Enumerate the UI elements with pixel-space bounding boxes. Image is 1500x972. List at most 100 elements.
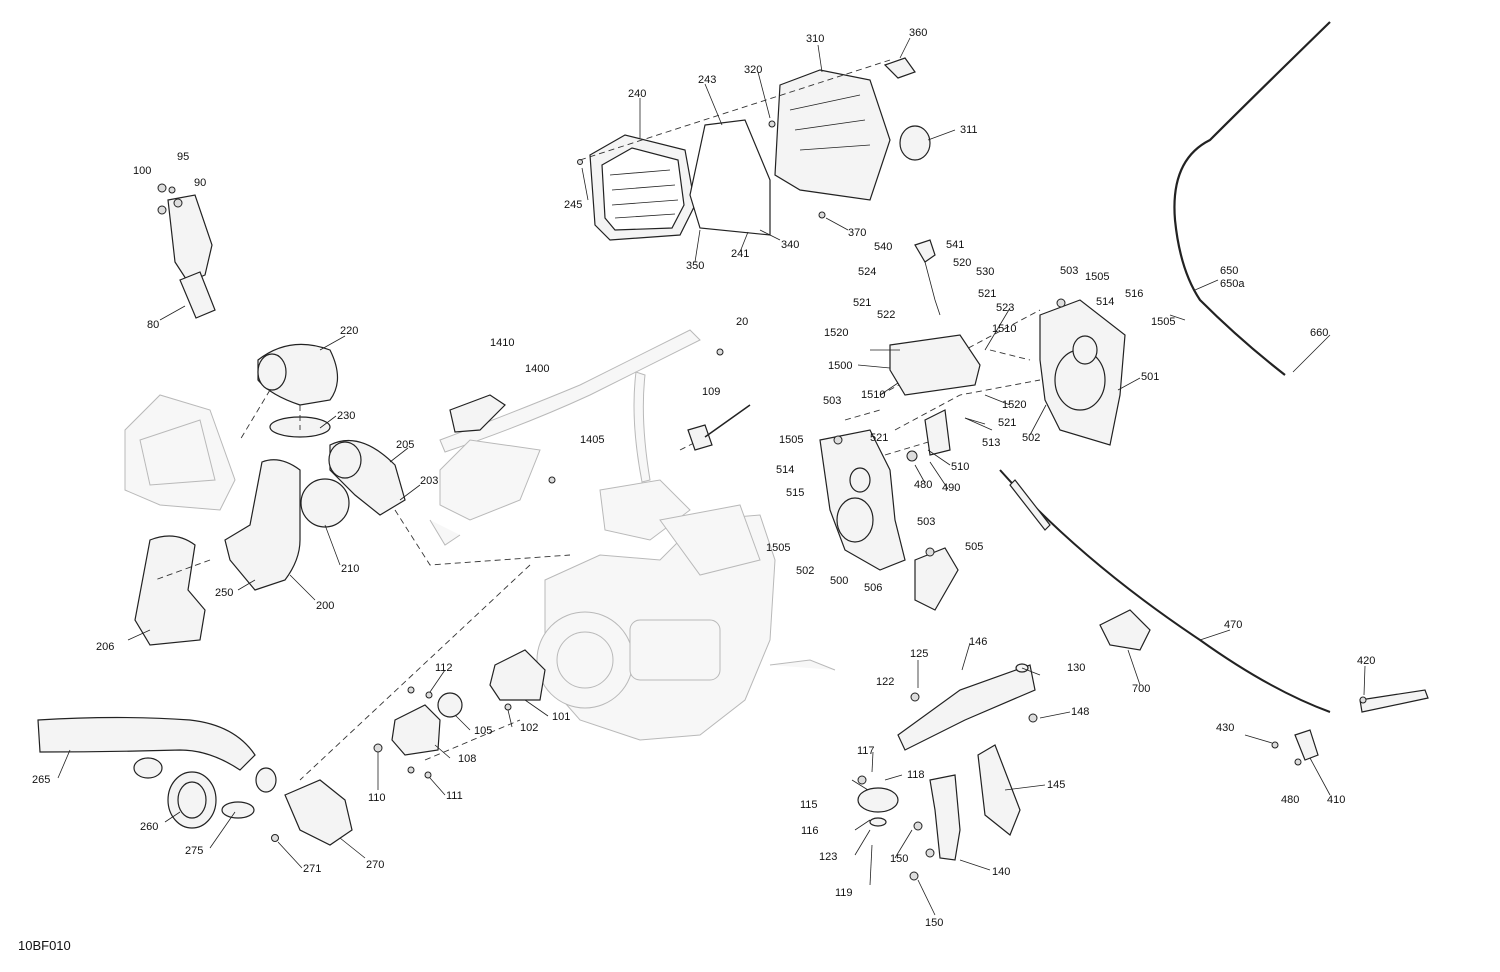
- callout-130: 130: [1067, 662, 1086, 674]
- callout-90: 90: [194, 177, 207, 189]
- callout-360: 360: [909, 27, 928, 39]
- callout-245: 245: [564, 199, 583, 211]
- callout-521-d: 521: [870, 432, 889, 444]
- callout-150-a: 150: [890, 853, 909, 865]
- callout-145: 145: [1047, 779, 1066, 791]
- callout-205: 205: [396, 439, 415, 451]
- engine-mount-assembly: [373, 649, 546, 779]
- callout-1520-b: 1520: [1002, 399, 1027, 411]
- callout-524: 524: [858, 266, 877, 278]
- callout-148: 148: [1071, 706, 1090, 718]
- leader-lines: [57, 37, 1366, 916]
- callout-541: 541: [946, 239, 965, 251]
- callout-140: 140: [992, 866, 1011, 878]
- callout-506: 506: [864, 582, 883, 594]
- bracket-1400: [449, 348, 751, 484]
- callout-510: 510: [951, 461, 970, 473]
- callout-1510-b: 1510: [861, 389, 886, 401]
- callout-206: 206: [96, 641, 115, 653]
- callout-119: 119: [835, 887, 853, 899]
- callout-80: 80: [147, 319, 160, 331]
- callout-420: 420: [1357, 655, 1376, 667]
- callout-480-a: 480: [914, 479, 933, 491]
- callout-1410: 1410: [490, 337, 515, 349]
- callout-250: 250: [215, 587, 234, 599]
- callout-660: 660: [1310, 327, 1329, 339]
- callout-505: 505: [965, 541, 984, 553]
- callout-503-a: 503: [1060, 265, 1079, 277]
- callout-350: 350: [686, 260, 705, 272]
- callout-105: 105: [474, 725, 493, 737]
- callout-650: 650: [1220, 265, 1239, 277]
- engine-ghost: [536, 479, 836, 741]
- air-box-ghost: [124, 394, 236, 511]
- callout-118: 118: [907, 769, 925, 781]
- callout-146: 146: [969, 636, 988, 648]
- callout-112: 112: [435, 662, 453, 674]
- callout-240: 240: [628, 88, 647, 100]
- callout-520: 520: [953, 257, 972, 269]
- callout-521-b: 521: [978, 288, 997, 300]
- callout-1505-d: 1505: [766, 542, 791, 554]
- callout-125: 125: [910, 648, 929, 660]
- callout-1505-a: 1505: [1085, 271, 1110, 283]
- callout-102: 102: [520, 722, 539, 734]
- callout-20: 20: [736, 316, 749, 328]
- callout-515: 515: [786, 487, 805, 499]
- callout-100: 100: [133, 165, 152, 177]
- callout-521-c: 521: [998, 417, 1017, 429]
- callout-501: 501: [1141, 371, 1160, 383]
- callout-503-c: 503: [917, 516, 936, 528]
- callout-122: 122: [876, 676, 895, 688]
- callout-516: 516: [1125, 288, 1144, 300]
- callout-523: 523: [996, 302, 1015, 314]
- callout-275: 275: [185, 845, 204, 857]
- callout-521-a: 521: [853, 297, 872, 309]
- callout-150-b: 150: [925, 917, 944, 929]
- callout-513: 513: [982, 437, 1001, 449]
- callout-470: 470: [1224, 619, 1243, 631]
- callout-370: 370: [848, 227, 867, 239]
- callout-95: 95: [177, 151, 190, 163]
- callout-116: 116: [801, 825, 819, 837]
- callout-502-b: 502: [796, 565, 815, 577]
- air-filter-assembly: [577, 57, 931, 241]
- callout-108: 108: [458, 753, 477, 765]
- callout-500: 500: [830, 575, 849, 587]
- callout-1405: 1405: [580, 434, 605, 446]
- callout-1400: 1400: [525, 363, 550, 375]
- callout-410: 410: [1327, 794, 1346, 806]
- callout-514-a: 514: [1096, 296, 1115, 308]
- shift-cable: [999, 469, 1429, 766]
- callout-271: 271: [303, 863, 322, 875]
- callout-1510-a: 1510: [992, 323, 1017, 335]
- callout-490: 490: [942, 482, 961, 494]
- frame-tube-ghost: [429, 329, 701, 546]
- callout-311: 311: [960, 124, 978, 136]
- callout-1500: 1500: [828, 360, 853, 372]
- callout-340: 340: [781, 239, 800, 251]
- callout-480-b: 480: [1281, 794, 1300, 806]
- callout-503-b: 503: [823, 395, 842, 407]
- shifter-assembly: [819, 239, 1126, 611]
- callout-514-b: 514: [776, 464, 795, 476]
- callout-430: 430: [1216, 722, 1235, 734]
- callout-115: 115: [800, 799, 818, 811]
- callout-123: 123: [819, 851, 838, 863]
- callout-320: 320: [744, 64, 763, 76]
- callout-1505-b: 1505: [1151, 316, 1176, 328]
- callout-502-a: 502: [1022, 432, 1041, 444]
- callout-241: 241: [731, 248, 750, 260]
- callout-1505-c: 1505: [779, 434, 804, 446]
- intake-ducts: [37, 343, 406, 846]
- callout-650a: 650a: [1220, 278, 1245, 290]
- callout-1520-a: 1520: [824, 327, 849, 339]
- crossmember-assembly: [857, 663, 1038, 881]
- cable-650: [1173, 21, 1331, 376]
- callout-522: 522: [877, 309, 896, 321]
- callout-203: 203: [420, 475, 439, 487]
- accelerator-pedal: [157, 183, 216, 319]
- callout-260: 260: [140, 821, 159, 833]
- callout-270: 270: [366, 859, 385, 871]
